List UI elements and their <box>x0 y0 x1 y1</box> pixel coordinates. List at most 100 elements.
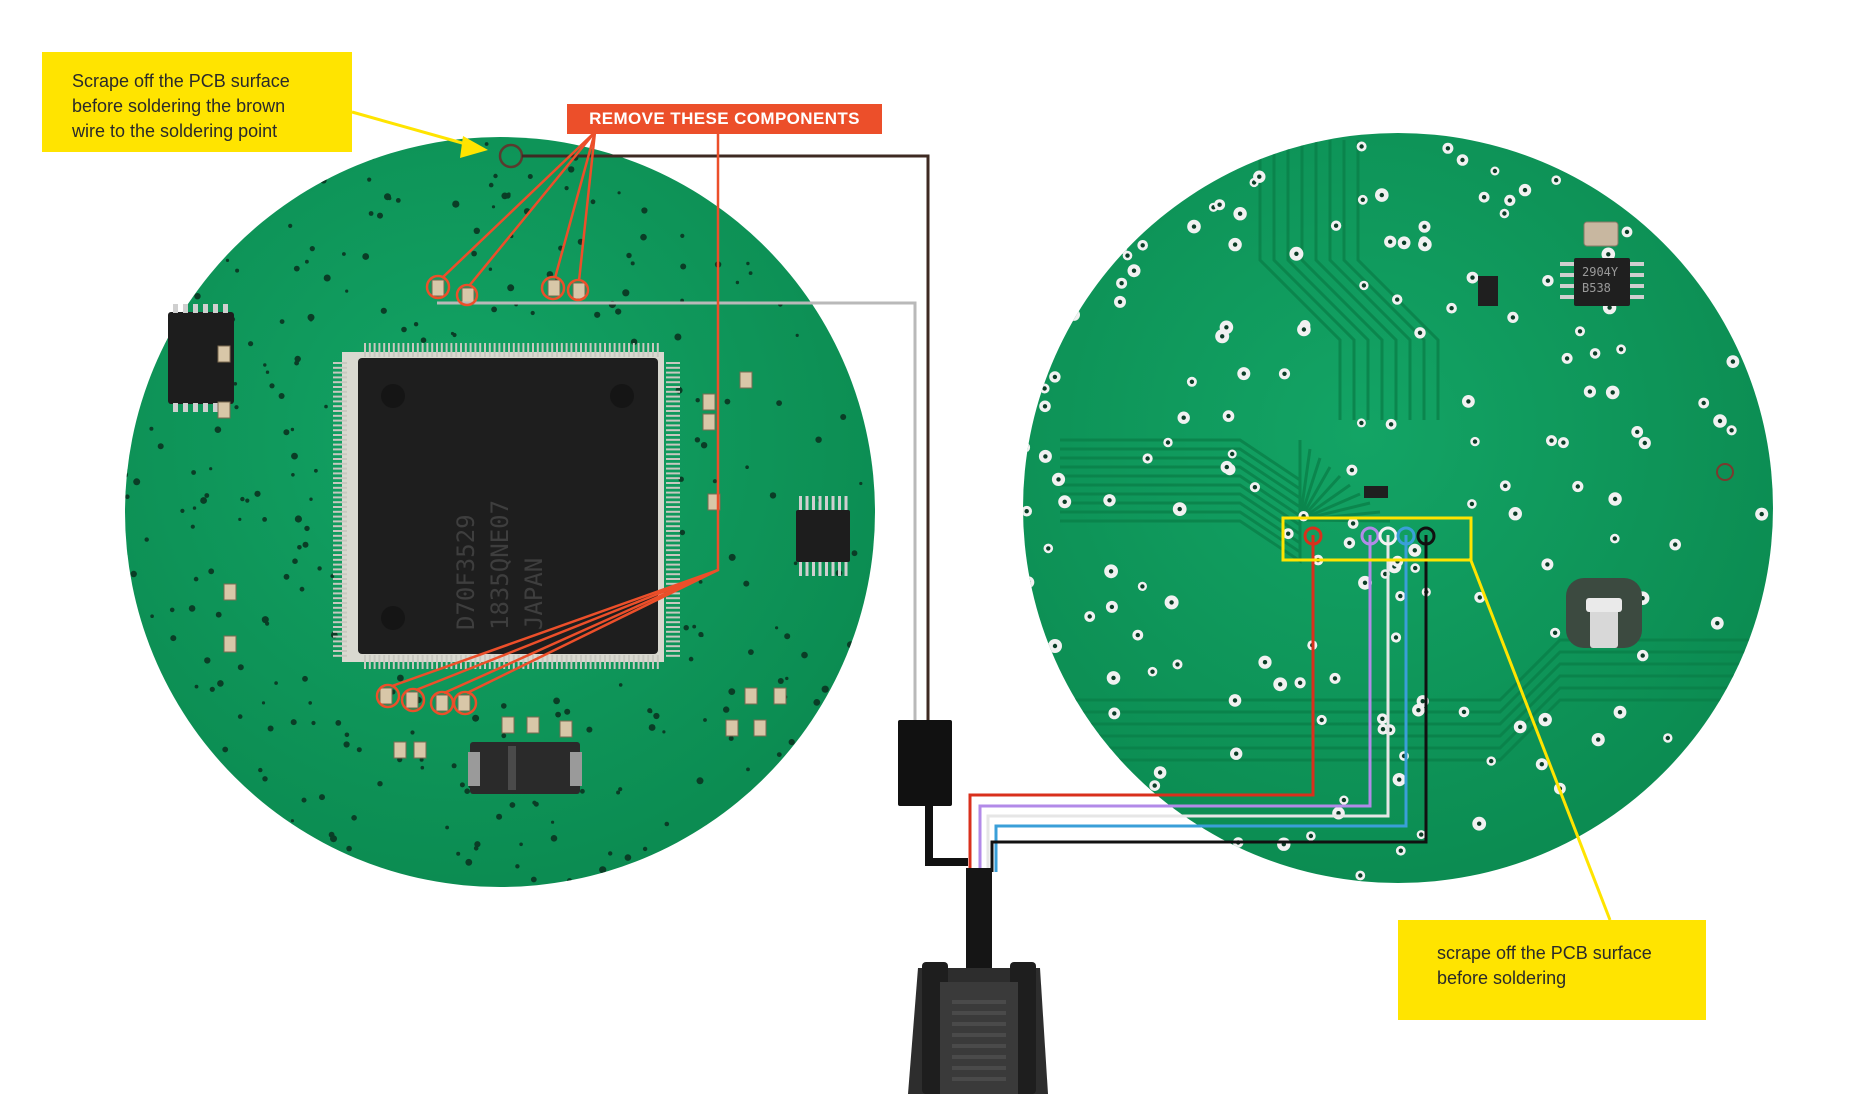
via-hole <box>1420 699 1425 704</box>
ic-pin <box>183 304 188 313</box>
via-hole <box>1332 676 1338 681</box>
qfp-pin <box>613 655 616 669</box>
via <box>130 570 137 578</box>
qfp-pin <box>666 429 680 432</box>
via <box>258 767 263 773</box>
via <box>713 833 719 839</box>
qfp-pin <box>546 655 549 669</box>
via <box>187 293 192 297</box>
via <box>377 212 383 219</box>
via <box>184 177 191 185</box>
qfp-pin <box>333 544 347 547</box>
qfp-pin <box>666 410 680 412</box>
qfp-pin <box>647 343 650 357</box>
via-hole <box>1150 669 1155 674</box>
qfp-pin <box>333 472 347 475</box>
via-hole <box>1466 399 1471 404</box>
qfp-pin <box>512 343 515 357</box>
via-hole <box>1308 833 1314 839</box>
qfp-pin <box>536 655 539 669</box>
via <box>696 777 704 785</box>
via <box>1759 134 1770 145</box>
qfp-pin <box>666 472 680 475</box>
trace <box>1060 456 1322 521</box>
via-hole <box>1412 548 1418 553</box>
via <box>777 678 784 684</box>
qfp-pin <box>368 343 371 357</box>
qfp-pin <box>416 655 419 669</box>
via <box>752 850 758 855</box>
via <box>728 553 736 561</box>
via <box>827 862 832 867</box>
via-hole <box>1112 711 1117 716</box>
via <box>410 730 415 735</box>
qfp-pin <box>628 343 630 357</box>
via <box>712 479 718 484</box>
qfp-pin <box>608 343 611 357</box>
via-hole <box>1157 770 1163 775</box>
via <box>527 174 533 179</box>
via <box>501 703 507 709</box>
via-hole <box>1341 797 1347 803</box>
via <box>662 730 666 734</box>
qfp-pin <box>666 381 680 384</box>
via-hole <box>1380 727 1386 732</box>
via <box>493 173 498 179</box>
via <box>192 506 197 510</box>
via <box>705 824 710 829</box>
ic-pin <box>799 562 802 576</box>
qfp-pin <box>469 343 472 357</box>
qfp-pin <box>560 655 563 669</box>
cable <box>966 868 992 968</box>
via <box>262 776 268 782</box>
qfp-pin <box>333 381 347 384</box>
via <box>674 333 682 341</box>
via <box>223 804 228 809</box>
qfp-pin <box>666 386 680 388</box>
qfp-pin <box>426 655 429 669</box>
via <box>219 216 224 221</box>
qfp-pin <box>493 655 496 669</box>
via <box>473 846 479 851</box>
via <box>294 355 301 363</box>
qfp-pin <box>618 343 621 357</box>
via <box>568 166 575 173</box>
ic-pin <box>812 496 815 510</box>
via <box>327 875 333 882</box>
via <box>496 813 503 820</box>
trace <box>1286 140 1370 420</box>
crystal <box>1583 221 1619 247</box>
qfp-pin <box>666 520 680 523</box>
via <box>133 319 137 323</box>
via-hole <box>1140 584 1145 589</box>
via <box>262 517 267 522</box>
via-hole <box>1543 717 1548 722</box>
via-hole <box>1624 229 1630 235</box>
qfp-pin <box>517 343 520 357</box>
qfp-pin <box>426 343 429 357</box>
via-hole <box>1043 454 1048 459</box>
via <box>323 274 331 282</box>
via <box>346 845 352 852</box>
via-hole <box>1156 193 1161 198</box>
qfp-pin <box>464 343 467 357</box>
via <box>133 478 141 486</box>
via <box>265 621 270 626</box>
smd-component <box>393 741 407 759</box>
via <box>694 437 701 443</box>
via <box>838 793 843 799</box>
via <box>320 177 327 184</box>
qfp-pin <box>666 630 680 633</box>
qfp-pin <box>589 343 592 357</box>
via <box>139 800 143 804</box>
via <box>1758 657 1771 670</box>
qfp-pin <box>522 655 525 669</box>
qfp-pin <box>575 343 578 357</box>
via-hole <box>1134 156 1139 161</box>
via-hole <box>1729 428 1734 433</box>
via <box>742 186 747 191</box>
via-hole <box>1152 783 1157 788</box>
qfp-pin <box>666 501 680 504</box>
via-hole <box>1549 438 1554 443</box>
via <box>204 493 210 498</box>
